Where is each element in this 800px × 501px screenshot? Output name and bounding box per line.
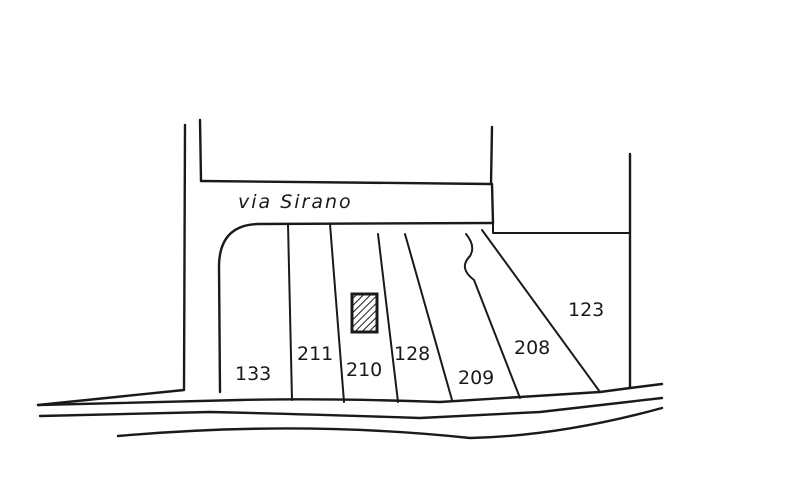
via-sirano-road [199,125,632,390]
parcel-label-210: 210 [346,359,382,381]
boundary-133-211 [287,223,293,401]
left-road [36,118,203,407]
boundary-210-128 [377,233,399,403]
parcel-top-edge [492,222,631,234]
marked-building [350,292,379,334]
parcel-label-211: 211 [297,343,333,365]
block-outline [217,221,495,394]
street-label: via Sirano [238,191,353,213]
parcel-boundaries [287,223,601,403]
boundary-128-209 [404,233,453,401]
boundary-211-210 [329,223,345,403]
parcel-label-209: 209 [458,367,494,389]
boundary-209-208 [463,233,521,399]
boundary-208-123 [481,229,601,393]
lower-road [36,382,664,440]
parcel-label-128: 128 [394,343,430,365]
parcel-label-208: 208 [514,337,550,359]
parcel-label-133: 133 [235,363,271,385]
parcel-label-123: 123 [568,299,604,321]
